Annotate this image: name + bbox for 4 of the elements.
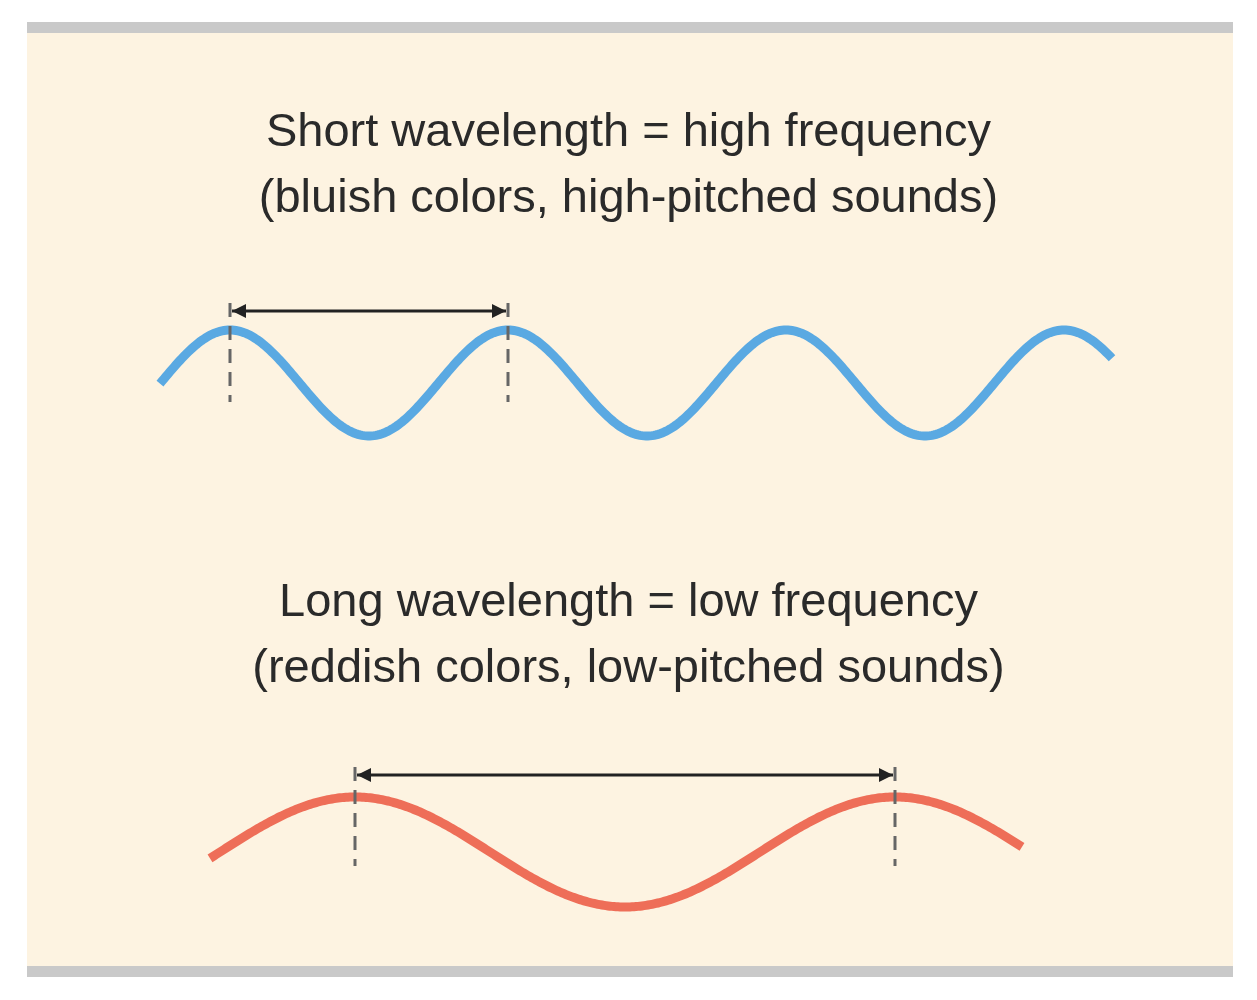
caption-text: (reddish colors, low-pitched sounds) bbox=[252, 638, 1005, 694]
caption-text: Long wavelength = low frequency bbox=[279, 572, 978, 628]
caption-text: Short wavelength = high frequency bbox=[265, 102, 992, 158]
caption-text: (bluish colors, high-pitched sounds) bbox=[258, 168, 999, 224]
